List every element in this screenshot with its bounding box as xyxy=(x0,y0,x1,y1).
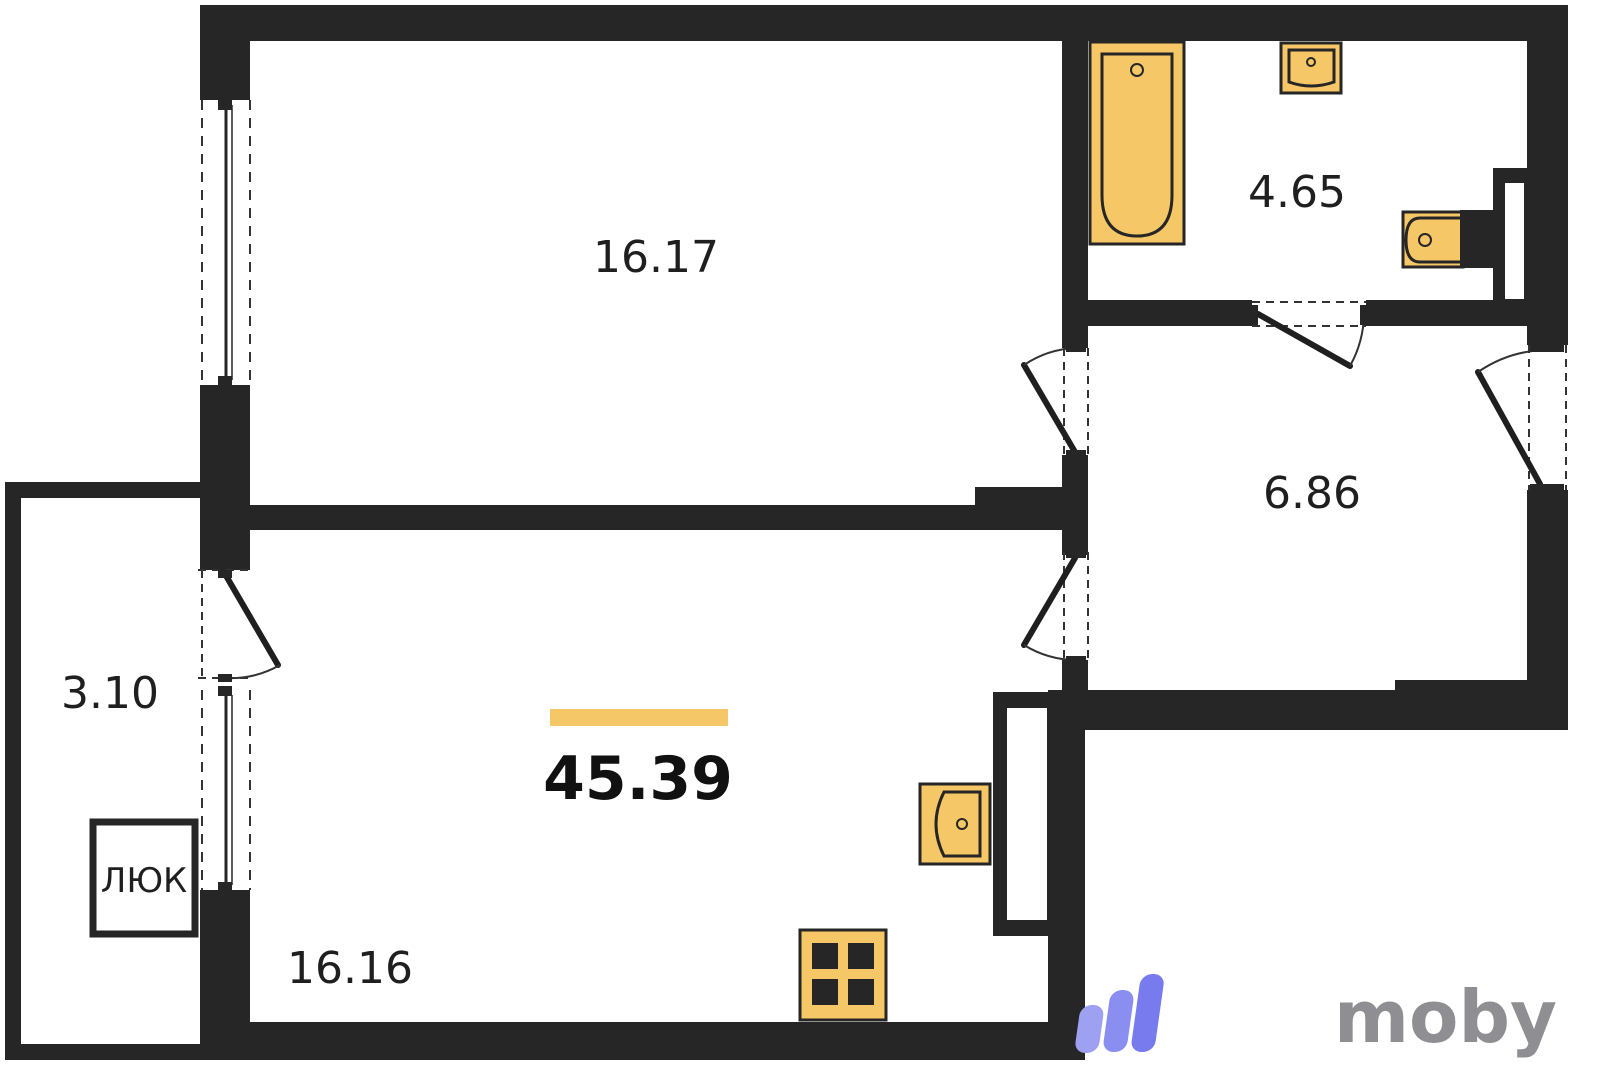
area-label-balcony: 3.10 xyxy=(61,668,159,719)
door-living xyxy=(1021,342,1089,460)
wall-living-kitchen xyxy=(200,505,1085,530)
hatch-label: ЛЮК xyxy=(101,861,187,901)
area-label-hall: 6.86 xyxy=(1263,468,1361,519)
moby-logo-icon xyxy=(1075,974,1164,1053)
wall-center-middle xyxy=(1062,455,1088,555)
wall-left-middle xyxy=(200,385,250,570)
openings xyxy=(198,100,1567,892)
kitchen-sink-icon xyxy=(918,782,992,866)
door-bathroom xyxy=(1248,301,1370,369)
toilet-icon xyxy=(1401,210,1493,269)
wall-right-upper xyxy=(1527,5,1568,345)
wall-center-upper xyxy=(1062,40,1088,348)
wall-bathroom-bottom-left xyxy=(1062,300,1252,326)
balcony-wall-top xyxy=(5,482,205,498)
bathtub-icon xyxy=(1088,40,1186,246)
total-area-bar xyxy=(550,709,728,726)
fixtures: ЛЮК xyxy=(89,40,1493,1022)
wall-top xyxy=(200,5,1568,41)
wall-hall-bottom-bump xyxy=(1395,680,1527,692)
balcony-wall-left xyxy=(5,482,21,1060)
wall-hall-bottom xyxy=(1065,690,1568,730)
door-entrance xyxy=(1475,342,1567,494)
wall-living-corner xyxy=(975,487,1085,507)
balcony-wall-bottom xyxy=(5,1044,205,1060)
door-balcony xyxy=(198,569,281,682)
wall-bathroom-bottom-right xyxy=(1366,300,1568,326)
wall-left-top xyxy=(200,5,250,100)
moby-logo-text: moby xyxy=(1334,975,1557,1059)
area-label-kitchen: 16.16 xyxy=(287,943,413,994)
hatch-box: ЛЮК xyxy=(89,818,199,938)
walls xyxy=(5,5,1568,1060)
bathroom-sink-icon xyxy=(1279,41,1343,95)
area-label-living: 16.17 xyxy=(593,232,719,283)
door-kitchen xyxy=(1021,548,1089,666)
window-living xyxy=(201,100,251,386)
window-kitchen xyxy=(201,686,251,892)
moby-logo: moby xyxy=(1075,974,1557,1059)
shaft-bathroom-inner xyxy=(1505,183,1524,299)
stove-icon xyxy=(798,928,888,1022)
shaft-kitchen-inner xyxy=(1007,708,1047,920)
area-label-bathroom: 4.65 xyxy=(1248,167,1346,218)
wall-bottom xyxy=(200,1022,1085,1060)
total-area-label: 45.39 xyxy=(543,744,733,814)
area-labels: 16.17 4.65 6.86 3.10 16.16 45.39 xyxy=(61,167,1361,994)
